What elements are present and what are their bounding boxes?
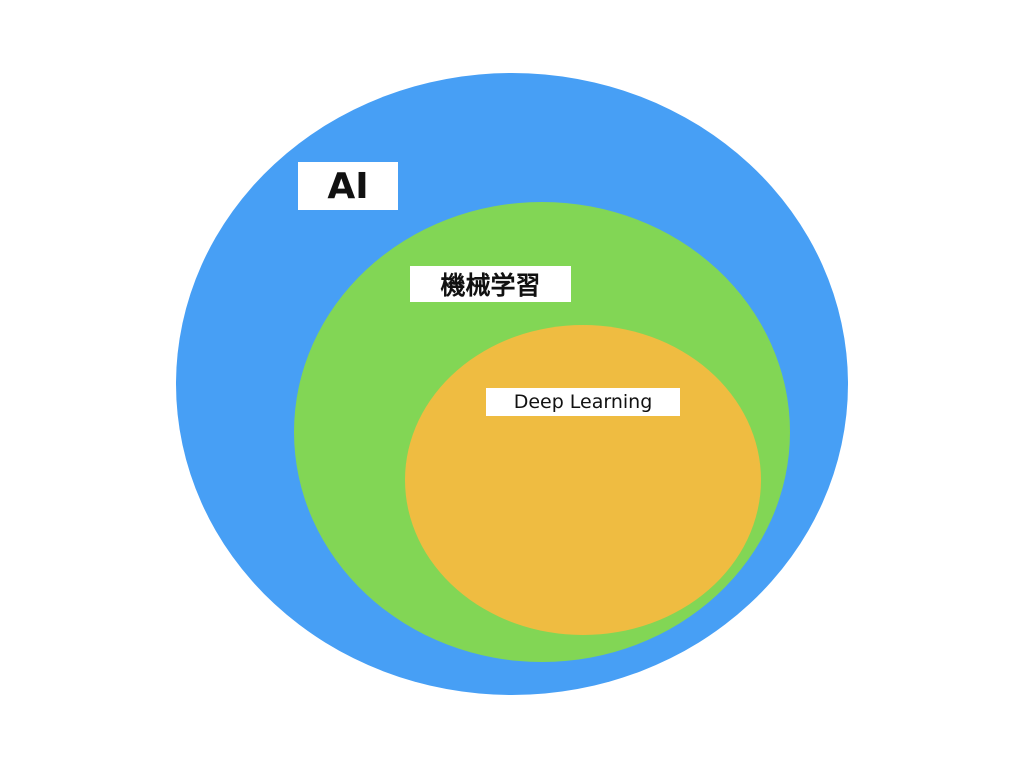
machine-learning-label: 機械学習 <box>410 266 571 302</box>
deep-learning-label: Deep Learning <box>486 388 680 416</box>
ai-label: AI <box>298 162 398 210</box>
deep-learning-set-ellipse <box>405 325 761 635</box>
